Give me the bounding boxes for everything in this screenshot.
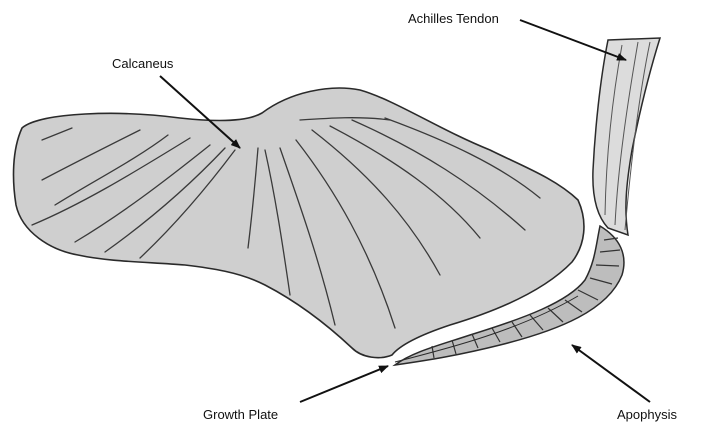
achilles-tendon-label: Achilles Tendon [408,12,499,25]
apophysis-arrow [572,345,650,402]
growth-plate-arrow [300,366,388,402]
calcaneus-label: Calcaneus [112,57,173,70]
achilles-tendon [593,38,660,235]
growth-plate-label: Growth Plate [203,408,278,421]
apophysis-label: Apophysis [617,408,677,421]
calcaneus-bone [14,88,584,358]
